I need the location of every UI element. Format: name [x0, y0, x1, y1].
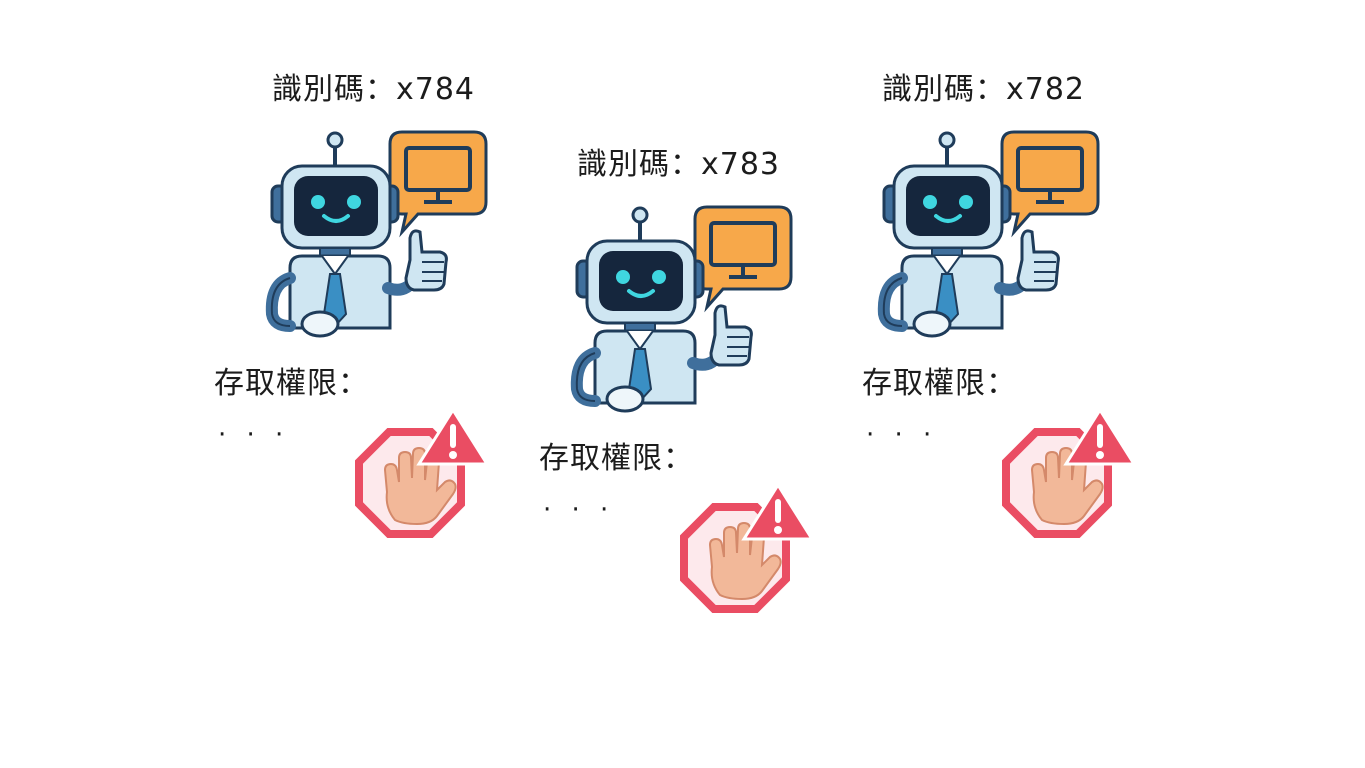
access-permission-label: 存取權限：	[862, 366, 1017, 401]
stop-hand-warning-icon	[355, 408, 490, 538]
agent-card-x782: 識別碼：x782 存取權限： · · ·	[850, 70, 1150, 538]
agent-card-x784: 識別碼：x784 存取權限： · · ·	[200, 70, 500, 538]
access-permission-value: · · ·	[866, 420, 938, 450]
access-permission-value: · · ·	[543, 495, 615, 525]
agent-id-label: 識別碼：x784	[272, 72, 476, 107]
agent-card-x783: 識別碼：x783 存取權限： · · ·	[525, 145, 825, 613]
access-permission-label: 存取權限：	[214, 366, 369, 401]
monitor-speech-bubble-icon	[1000, 130, 1100, 238]
robot-icon	[570, 205, 793, 413]
agent-id-label: 識別碼：x782	[882, 72, 1086, 107]
agent-id-label: 識別碼：x783	[577, 147, 781, 182]
access-permission-label: 存取權限：	[539, 441, 694, 476]
robot-icon	[265, 130, 488, 338]
monitor-speech-bubble-icon	[693, 205, 793, 313]
access-permission-value: · · ·	[218, 420, 290, 450]
stop-hand-warning-icon	[680, 483, 815, 613]
monitor-speech-bubble-icon	[388, 130, 488, 238]
robot-icon	[877, 130, 1100, 338]
stop-hand-warning-icon	[1002, 408, 1137, 538]
